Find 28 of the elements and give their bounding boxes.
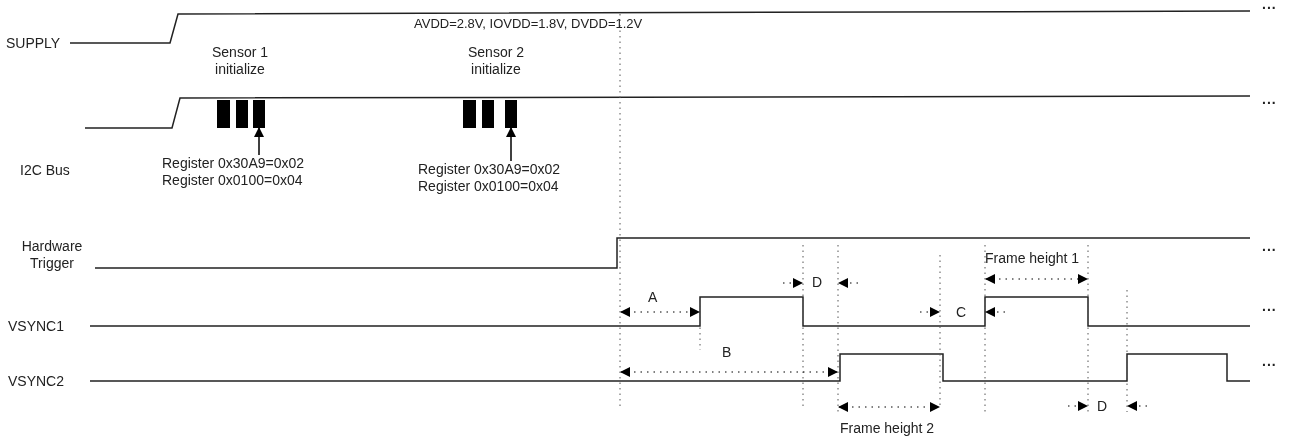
data-burst <box>505 100 517 128</box>
dimension-label: A <box>648 289 658 306</box>
voltage-note: AVDD=2.8V, IOVDD=1.8V, DVDD=1.2V <box>414 15 643 32</box>
signal-name: Hardware Trigger <box>20 238 84 272</box>
step-caption: Sensor 1 initialize <box>210 44 269 78</box>
ellipsis: ... <box>1262 0 1277 13</box>
register-setting: Register 0x30A9=0x02 <box>162 155 305 172</box>
ellipsis: ... <box>1262 353 1277 370</box>
dimension-label: C <box>956 304 967 321</box>
dimension-label: D <box>812 274 823 291</box>
dimension-label: Frame height 1 <box>985 250 1080 267</box>
register-setting: Register 0x0100=0x04 <box>418 178 560 195</box>
step-caption: Sensor 2 initialize <box>466 44 525 78</box>
ellipsis: ... <box>1262 91 1277 108</box>
dimension-label: Frame height 2 <box>840 420 935 437</box>
signal-name: VSYNC1 <box>8 318 65 335</box>
register-setting: Register 0x30A9=0x02 <box>418 161 561 178</box>
register-setting: Register 0x0100=0x04 <box>162 172 304 189</box>
leader-arrow <box>506 127 516 162</box>
signal-name: VSYNC2 <box>8 373 65 390</box>
data-burst <box>253 100 265 128</box>
ellipsis: ... <box>1262 298 1277 315</box>
leader-arrow <box>254 127 264 156</box>
ellipsis: ... <box>1262 238 1277 255</box>
dimension-label: D <box>1097 398 1108 415</box>
signal-name: SUPPLY <box>6 35 61 52</box>
dimension-label: B <box>722 344 732 361</box>
signal-name: I2C Bus <box>20 162 70 179</box>
